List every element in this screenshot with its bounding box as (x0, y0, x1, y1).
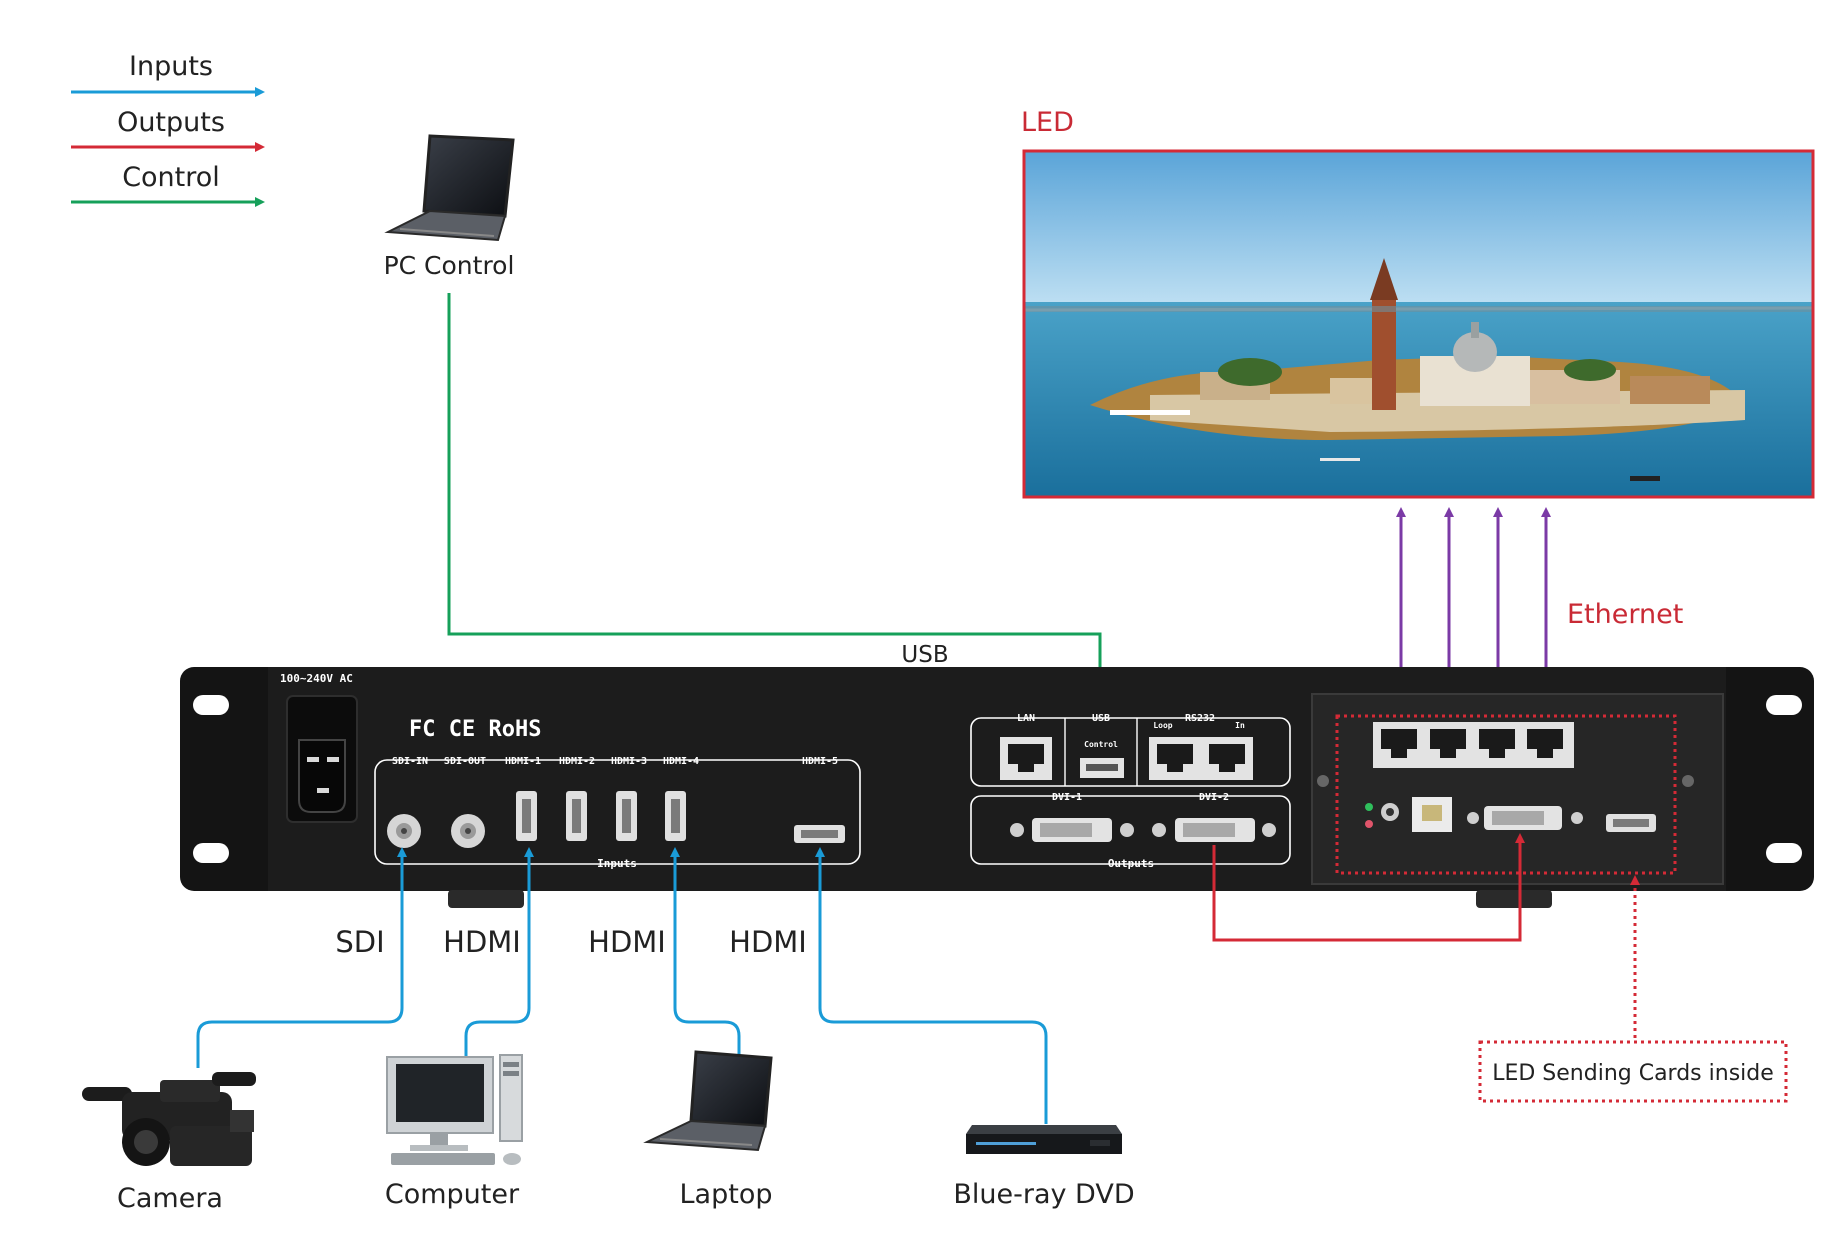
sending-card-note-box (1478, 1040, 1788, 1103)
port-label-sdi-out: SDI-OUT (444, 756, 486, 767)
port-label-hdmi-1: HDMI-1 (505, 756, 541, 767)
hdmi-bluray-input-line (815, 847, 1048, 1124)
port-label-hdmi-2: HDMI-2 (559, 756, 595, 767)
port-label-lan: LAN (1017, 713, 1035, 724)
led-screen (1023, 151, 1814, 497)
port-label-hdmi-4: HDMI-4 (663, 756, 699, 767)
control-ports-frame (970, 717, 1291, 787)
rack-hole-tr (1766, 695, 1802, 715)
computer-label: Computer (385, 1179, 520, 1210)
rs232-in-port (1201, 737, 1253, 780)
legend-inputs-label: Inputs (129, 51, 213, 82)
hdmi-5-port (794, 825, 845, 843)
rack-hole-tl (193, 695, 229, 715)
camera-label: Camera (117, 1183, 223, 1214)
led-label: LED (1021, 107, 1074, 138)
sdi-in-port (387, 814, 421, 848)
hdmi-4-port (665, 791, 686, 841)
sdi-link-label: SDI (335, 925, 384, 959)
laptop-icon (643, 1050, 773, 1152)
dvi-2-port (1152, 818, 1276, 842)
camera-icon (82, 1072, 256, 1166)
hdmi-link-label-2: HDMI (588, 925, 666, 959)
rack-hole-bl (193, 843, 229, 863)
usb-control-port (1080, 758, 1124, 778)
computer-icon (386, 1054, 523, 1165)
dvi-to-sending-card-line (1212, 833, 1525, 942)
hdmi-1-port (516, 791, 537, 841)
usb-control-line (447, 293, 1105, 712)
sdi-input-line (196, 847, 407, 1068)
port-label-hdmi-3: HDMI-3 (611, 756, 647, 767)
pc-control-label: PC Control (384, 251, 515, 280)
port-label-rs232-in: In (1235, 721, 1245, 730)
led-screen-border (1022, 149, 1815, 499)
bluray-player-icon (966, 1125, 1122, 1154)
hdmi-link-label-3: HDMI (729, 925, 807, 959)
hdmi-laptop-input-line (670, 847, 741, 1058)
hdmi-3-port (616, 791, 637, 841)
pc-control-laptop-icon (384, 134, 515, 242)
legend-control-label: Control (122, 162, 220, 193)
bluray-label: Blue-ray DVD (953, 1179, 1134, 1210)
port-label-dvi-1: DVI-1 (1052, 792, 1082, 803)
inputs-group-frame (374, 759, 861, 865)
hdmi-link-label-1: HDMI (443, 925, 521, 959)
usb-link-label: USB (901, 642, 948, 668)
dvi-1-port (1010, 818, 1134, 842)
laptop-label: Laptop (680, 1179, 773, 1210)
lan-port (1000, 737, 1052, 780)
port-label-rs232: RS232 (1185, 713, 1215, 724)
outputs-group-frame (970, 795, 1291, 865)
rack-hole-br (1766, 843, 1802, 863)
outputs-group-label: Outputs (1108, 857, 1154, 870)
power-inlet (286, 695, 358, 823)
rs232-loop-port (1149, 737, 1201, 780)
sdi-out-port (451, 814, 485, 848)
hdmi-2-port (566, 791, 587, 841)
cert-marks: FC CE RoHS (409, 717, 541, 742)
port-label-rs232-loop: Loop (1153, 721, 1172, 730)
inputs-group-label: Inputs (597, 857, 637, 870)
sending-card-note: LED Sending Cards inside (1492, 1061, 1774, 1086)
port-label-usb-control: Control (1084, 740, 1118, 749)
port-label-hdmi-5: HDMI-5 (802, 756, 838, 767)
legend-outputs-label: Outputs (117, 107, 225, 138)
power-rating: 100~240V AC (280, 672, 353, 685)
port-label-usb: USB (1092, 713, 1110, 724)
port-label-sdi-in: SDI-IN (392, 756, 428, 767)
port-label-dvi-2: DVI-2 (1199, 792, 1229, 803)
legend: Inputs Outputs Control (71, 51, 265, 207)
ethernet-label: Ethernet (1567, 599, 1683, 630)
hdmi-computer-input-line (464, 847, 534, 1058)
sending-card-module (1311, 693, 1724, 885)
